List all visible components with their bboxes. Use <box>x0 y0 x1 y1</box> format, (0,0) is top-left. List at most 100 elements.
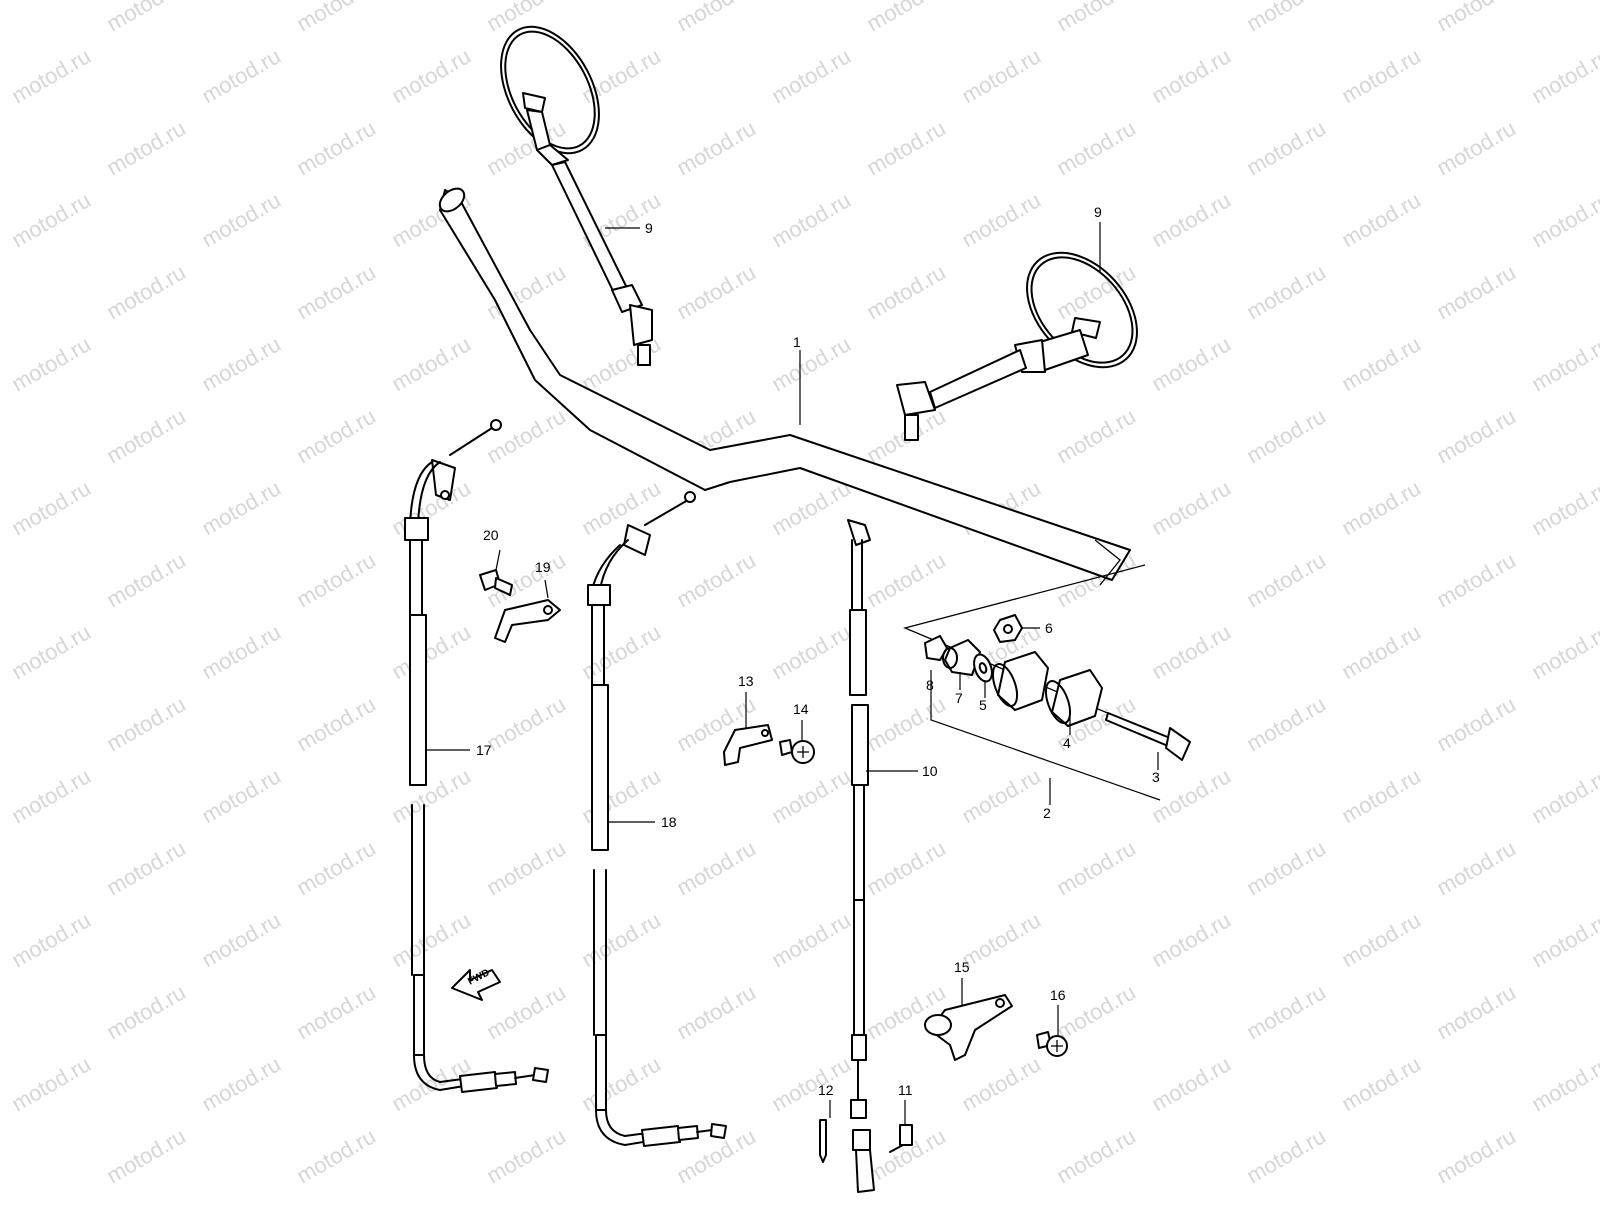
watermark-text: motod.ru <box>767 475 855 540</box>
watermark-text: motod.ru <box>957 1195 1045 1200</box>
watermark-text: motod.ru <box>1052 403 1140 468</box>
callout-18: 18 <box>661 814 677 830</box>
watermark-text: motod.ru <box>197 1051 285 1116</box>
watermark-text: motod.ru <box>1337 763 1425 828</box>
watermark-text: motod.ru <box>197 187 285 252</box>
watermark-text: motod.ru <box>482 835 570 900</box>
watermark-text: motod.ru <box>7 187 95 252</box>
watermark-text: motod.ru <box>7 331 95 396</box>
watermark-text: motod.ru <box>1052 1123 1140 1188</box>
watermark-text: motod.ru <box>387 763 475 828</box>
watermark-text: motod.ru <box>672 259 760 324</box>
watermark-text: motod.ru <box>7 1195 95 1200</box>
watermark-text: motod.ru <box>672 0 760 36</box>
watermark-text: motod.ru <box>862 835 950 900</box>
watermark-text: motod.ru <box>387 331 475 396</box>
watermark-text: motod.ru <box>1147 1051 1235 1116</box>
mirror-right <box>896 251 1138 441</box>
weight-inner <box>991 651 1049 711</box>
cable-clamp-19 <box>494 599 561 643</box>
watermark-text: motod.ru <box>577 475 665 540</box>
watermark-text: motod.ru <box>1052 0 1140 36</box>
watermark-text: motod.ru <box>482 0 570 36</box>
watermark-text: motod.ru <box>7 619 95 684</box>
watermark-text: motod.ru <box>292 691 380 756</box>
watermark-text: motod.ru <box>862 115 950 180</box>
watermark-text: motod.ru <box>1242 691 1330 756</box>
callout-labels: 1 2 3 4 5 6 7 8 9 9 10 11 12 13 14 15 16… <box>476 204 1160 1098</box>
callout-12: 12 <box>818 1082 834 1098</box>
watermark-text: motod.ru <box>1242 1123 1330 1188</box>
watermark-text: motod.ru <box>197 475 285 540</box>
callout-10: 10 <box>922 763 938 779</box>
callout-14: 14 <box>793 701 809 717</box>
watermark-text: motod.ru <box>1242 0 1330 36</box>
watermark-text: motod.ru <box>1432 0 1520 36</box>
watermark-text: motod.ru <box>1527 1195 1600 1200</box>
watermark-text: motod.ru <box>1527 475 1600 540</box>
callout-3: 3 <box>1152 769 1160 785</box>
watermark-text: motod.ru <box>292 1123 380 1188</box>
watermark-text: motod.ru <box>1147 1195 1235 1200</box>
watermark-text: motod.ru <box>1052 115 1140 180</box>
watermark-text: motod.ru <box>292 547 380 612</box>
watermark-text: motod.ru <box>957 187 1045 252</box>
watermark-text: motod.ru <box>1527 763 1600 828</box>
watermark-text: motod.ru <box>197 763 285 828</box>
callout-17: 17 <box>476 742 492 758</box>
watermark-text: motod.ru <box>1147 763 1235 828</box>
watermark-text: motod.ru <box>292 403 380 468</box>
watermark-text: motod.ru <box>482 691 570 756</box>
cable-18 <box>587 491 727 1147</box>
washer-5 <box>973 653 993 683</box>
cable-10 <box>847 519 875 1193</box>
watermark-text: motod.ru <box>482 403 570 468</box>
watermark-text: motod.ru <box>1242 259 1330 324</box>
callout-13: 13 <box>738 673 754 689</box>
callout-20: 20 <box>483 527 499 543</box>
watermark-text: motod.ru <box>957 43 1045 108</box>
watermark-text: motod.ru <box>7 475 95 540</box>
watermark-text: motod.ru <box>102 1123 190 1188</box>
watermark-text: motod.ru <box>1337 907 1425 972</box>
watermark-text: motod.ru <box>1242 979 1330 1044</box>
watermark-text: motod.ru <box>862 691 950 756</box>
bracket-15 <box>924 994 1013 1061</box>
watermark-text: motod.ru <box>862 0 950 36</box>
watermark-text: motod.ru <box>292 115 380 180</box>
watermark-text: motod.ru <box>577 619 665 684</box>
watermark-text: motod.ru <box>1337 43 1425 108</box>
watermark-text: motod.ru <box>767 187 855 252</box>
watermark-text: motod.ru <box>672 835 760 900</box>
watermark-text: motod.ru <box>957 1051 1045 1116</box>
bolt-3 <box>1105 712 1191 761</box>
watermark-text: motod.ru <box>292 259 380 324</box>
bolt-11 <box>889 1124 913 1153</box>
handlebar <box>438 187 1131 586</box>
watermark-text: motod.ru <box>767 619 855 684</box>
watermark-text: motod.ru <box>577 763 665 828</box>
watermark-text: motod.ru <box>957 763 1045 828</box>
watermark-text: motod.ru <box>482 979 570 1044</box>
watermark-text: motod.ru <box>1432 403 1520 468</box>
watermark-text: motod.ru <box>292 979 380 1044</box>
watermark-text: motod.ru <box>767 1195 855 1200</box>
watermark-text: motod.ru <box>197 331 285 396</box>
watermark-text: motod.ru <box>862 259 950 324</box>
callout-5: 5 <box>979 697 987 713</box>
watermark-text: motod.ru <box>767 331 855 396</box>
watermark-text: motod.ru <box>1052 835 1140 900</box>
watermark-text: motod.ru <box>102 115 190 180</box>
cable-clamp-13 <box>723 724 773 766</box>
callout-4: 4 <box>1063 735 1071 751</box>
bolt-20 <box>479 569 513 596</box>
watermark-text: motod.ru <box>1527 331 1600 396</box>
watermark-text: motod.ru <box>387 907 475 972</box>
callout-19: 19 <box>535 559 551 575</box>
watermark-text: motod.ru <box>1147 331 1235 396</box>
watermark-text: motod.ru <box>1147 907 1235 972</box>
watermark-text: motod.ru <box>1147 475 1235 540</box>
watermark-text: motod.ru <box>1432 547 1520 612</box>
